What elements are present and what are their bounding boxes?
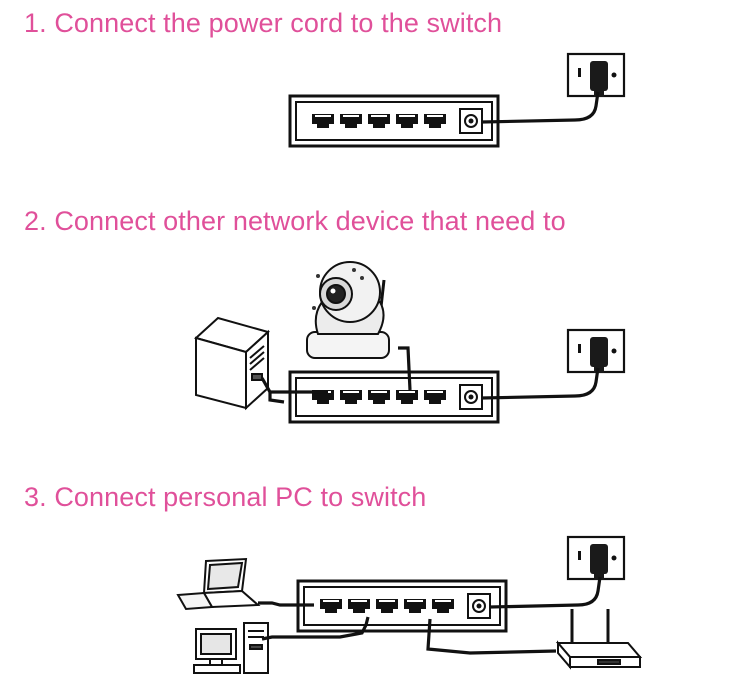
step-3-diagram [176,535,643,674]
ip-camera-icon [306,261,390,359]
network-cables [258,576,602,655]
step-3-title: 3. Connect personal PC to switch [24,482,427,512]
ethernet-port-icon [320,599,342,613]
ethernet-port-icon [368,114,390,128]
desktop-pc-icon [193,622,269,674]
ethernet-port-icon [376,599,398,613]
power-cable [481,91,600,124]
ethernet-port-icon [432,599,454,613]
ethernet-port-icon [340,114,362,128]
power-jack-icon [467,593,491,619]
ethernet-port-icon [340,390,362,404]
step-1-title: 1. Connect the power cord to the switch [24,8,503,38]
ethernet-port-icon [396,114,418,128]
ethernet-port-icon [312,114,334,128]
step-2-diagram [193,261,626,424]
network-switch [296,579,508,633]
power-jack-icon [459,384,483,410]
wifi-router-icon [555,609,643,670]
network-switch [288,370,500,424]
network-switch [288,94,500,148]
ethernet-port-icon [404,599,426,613]
ethernet-port-icon [424,114,446,128]
network-cables [260,346,600,404]
tower-computer-icon [193,316,271,411]
power-jack-icon [459,108,483,134]
ethernet-port-icon [424,390,446,404]
wall-outlet-icon [566,52,626,98]
laptop-icon [176,557,261,611]
step-2-title: 2. Connect other network device that nee… [24,206,566,236]
ethernet-port-icon [348,599,370,613]
ethernet-port-icon [368,390,390,404]
wall-outlet-icon [566,328,626,374]
wall-outlet-icon [566,535,626,581]
ethernet-port-icon [396,390,418,404]
step-1-diagram [288,52,626,148]
